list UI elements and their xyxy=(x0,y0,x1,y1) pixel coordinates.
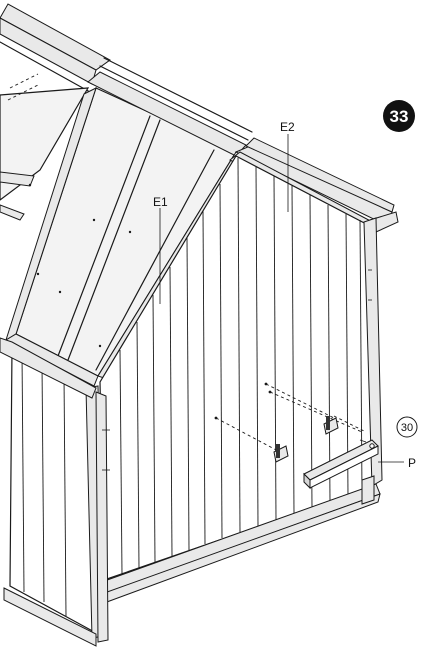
bracket-right xyxy=(323,416,339,435)
part-number-label: 30 xyxy=(401,422,413,434)
part-letter-label: P xyxy=(408,456,416,470)
part-p-beam xyxy=(303,439,379,490)
part-number-badge: 30 xyxy=(396,416,418,438)
panel-label-e2: E2 xyxy=(280,120,295,134)
screw-icon xyxy=(369,443,375,449)
step-number: 33 xyxy=(390,107,409,126)
step-badge: 33 xyxy=(383,100,415,132)
bracket-left xyxy=(273,444,289,463)
fixing-guides xyxy=(214,382,367,463)
side-wall xyxy=(0,337,110,647)
panel-label-e1: E1 xyxy=(153,195,168,209)
